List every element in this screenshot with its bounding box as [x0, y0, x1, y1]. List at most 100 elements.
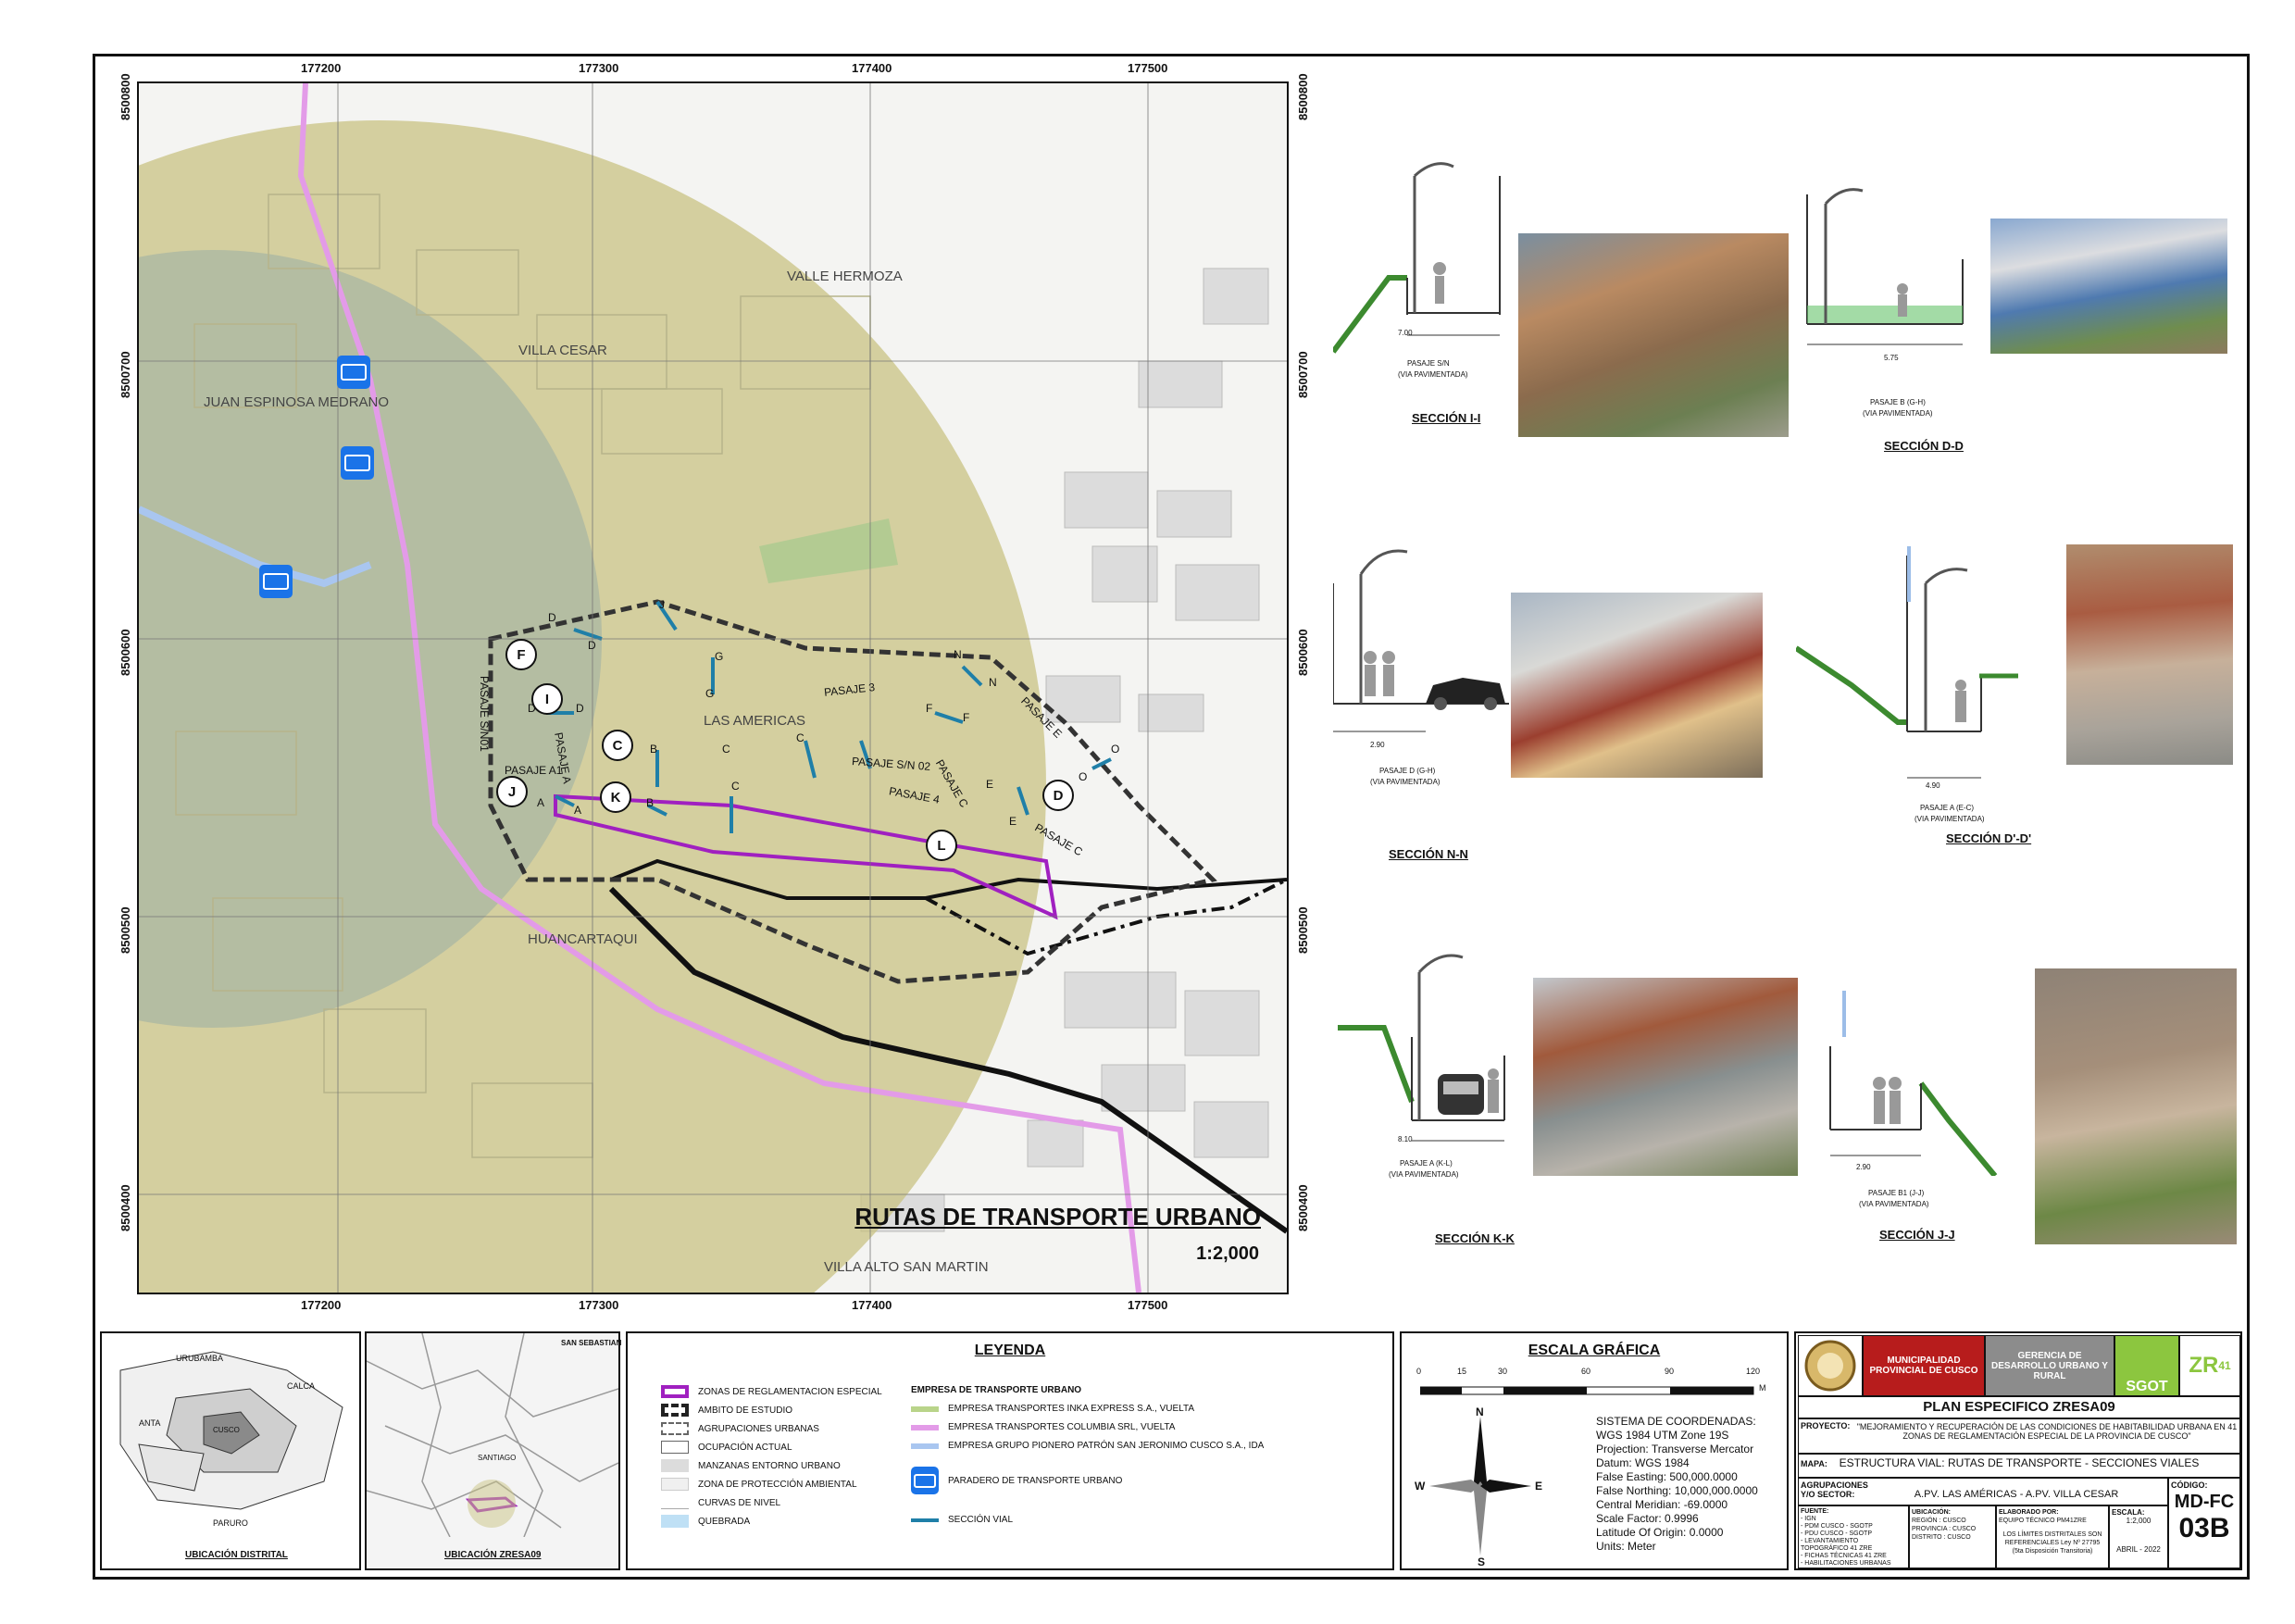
label-pasaje-a1: PASAJE A1 — [505, 764, 563, 777]
sheet-frame — [93, 54, 2250, 1580]
swatch — [661, 1478, 689, 1491]
district-location-panel: URUBAMBA CALCA ANTA CUSCO PARURO UBICACI… — [100, 1331, 361, 1570]
marker-c[interactable]: C — [602, 730, 633, 761]
sec-letter: E — [986, 778, 994, 791]
place-villa-alto-san-martin: VILLA ALTO SAN MARTIN — [824, 1259, 989, 1275]
section-drawing-n — [1333, 549, 1509, 732]
section-dprime-dim: 4.90 — [1926, 781, 1940, 790]
elaborado-cell: ELABORADO POR: EQUIPO TÉCNICO PM41ZRE LO… — [1996, 1505, 2109, 1568]
x-tick-top: 177300 — [579, 61, 619, 75]
photo-section-dprime[interactable] — [2066, 544, 2233, 765]
marker-l[interactable]: L — [926, 830, 957, 861]
section-d-dim: 5.75 — [1884, 354, 1899, 362]
section-k-caption: PASAJE A (K-L) — [1400, 1159, 1453, 1168]
place-huancartaqui: HUANCARTAQUI — [528, 931, 638, 947]
photo-section-j[interactable] — [2035, 968, 2237, 1244]
section-j-caption2: (VIA PAVIMENTADA) — [1859, 1200, 1929, 1208]
gerencia-name: GERENCIA DE DESARROLLO URBANO Y RURAL — [1985, 1335, 2114, 1396]
scale-panel: ESCALA GRÁFICA 0 15 30 60 90 120 M N S E… — [1400, 1331, 1789, 1570]
section-n-caption2: (VIA PAVIMENTADA) — [1370, 778, 1441, 786]
sec-letter: D — [588, 639, 596, 652]
map-scale: 1:2,000 — [1196, 1243, 1259, 1264]
main-map[interactable]: VALLE HERMOZA VILLA CESAR JUAN ESPINOSA … — [137, 81, 1289, 1294]
legend-title: LEYENDA — [974, 1343, 1046, 1358]
swatch — [661, 1385, 689, 1398]
photo-section-d[interactable] — [1990, 219, 2227, 354]
legend-item-quebrada: QUEBRADA — [661, 1515, 750, 1528]
scale-bar — [1420, 1386, 1754, 1395]
sec-letter: E — [1009, 815, 1017, 828]
sgot-logo: SGOT — [2114, 1335, 2179, 1396]
x-tick-top: 177200 — [301, 61, 342, 75]
legend-item-seccion: SECCIÓN VIAL — [911, 1515, 1013, 1525]
bus-stop-icon[interactable] — [341, 446, 374, 480]
photo-section-k[interactable] — [1533, 978, 1798, 1176]
marker-f[interactable]: F — [505, 639, 537, 670]
coordinate-system: SISTEMA DE COORDENADAS:WGS 1984 UTM Zone… — [1596, 1415, 1758, 1553]
swatch — [661, 1422, 689, 1435]
section-label-j: SECCIÓN J-J — [1879, 1228, 1955, 1242]
sec-letter: N — [954, 648, 962, 661]
zone-title: UBICACIÓN ZRESA09 — [444, 1550, 542, 1560]
section-lines — [546, 600, 1112, 833]
title-block: MUNICIPALIDAD PROVINCIAL DE CUSCO GERENC… — [1794, 1331, 2242, 1570]
marker-i[interactable]: I — [531, 683, 563, 715]
legend-transport-title: EMPRESA DE TRANSPORTE URBANO — [911, 1385, 1082, 1395]
legend-item-curvas: CURVAS DE NIVEL — [661, 1496, 780, 1509]
muni-name: MUNICIPALIDAD PROVINCIAL DE CUSCO — [1863, 1335, 1985, 1396]
swatch — [911, 1518, 939, 1522]
bus-stop-icon[interactable] — [259, 565, 293, 598]
legend-item-proteccion: ZONA DE PROTECCIÓN AMBIENTAL — [661, 1478, 857, 1491]
sec-letter: A — [574, 804, 582, 817]
sec-letter: F — [926, 702, 933, 715]
compass-w: W — [1415, 1480, 1426, 1493]
section-j-caption: PASAJE B1 (J-J) — [1868, 1189, 1925, 1197]
section-i-caption: PASAJE S/N — [1407, 359, 1450, 368]
legend-item-pionero: EMPRESA GRUPO PIONERO PATRÓN SAN JERONIM… — [911, 1441, 1264, 1451]
mapa-row: MAPA: ESTRUCTURA VIAL: RUTAS DE TRANSPOR… — [1798, 1454, 2240, 1478]
plan-title: PLAN ESPECIFICO ZRESA09 — [1798, 1396, 2240, 1418]
sec-letter: C — [796, 731, 804, 744]
section-drawing-i — [1333, 162, 1501, 354]
marker-d[interactable]: D — [1042, 780, 1074, 811]
section-n-dim: 2.90 — [1370, 741, 1385, 749]
section-dprime-caption2: (VIA PAVIMENTADA) — [1915, 815, 1985, 823]
fuente-cell: FUENTE: - IGN- PDM CUSCO - SGOTP - PDU C… — [1798, 1505, 1909, 1568]
route-columbia — [297, 83, 1141, 1293]
sec-letter: D — [548, 611, 556, 624]
legend-item-ambito: AMBITO DE ESTUDIO — [661, 1404, 792, 1417]
photo-section-n[interactable] — [1511, 593, 1763, 778]
place-villa-cesar: VILLA CESAR — [518, 343, 607, 358]
section-label-k: SECCIÓN K-K — [1435, 1231, 1515, 1245]
legend-item-bus-stop: PARADERO DE TRANSPORTE URBANO — [911, 1467, 1122, 1494]
marker-k[interactable]: K — [600, 781, 631, 813]
scale-tick: 90 — [1665, 1367, 1675, 1376]
y-tick-left: 8500600 — [118, 629, 132, 676]
district-label: CALCA — [287, 1381, 316, 1391]
y-tick-right: 8500700 — [1296, 351, 1310, 398]
map-title: RUTAS DE TRANSPORTE URBANO — [854, 1203, 1261, 1230]
sec-letter: G — [705, 687, 715, 700]
sec-letter: G — [715, 650, 724, 663]
place-juan-espinosa: JUAN ESPINOSA MEDRANO — [204, 394, 390, 410]
photo-section-i[interactable] — [1518, 233, 1789, 437]
district-label: ANTA — [139, 1418, 161, 1428]
x-tick-bottom: 177400 — [852, 1298, 892, 1312]
section-label-n: SECCIÓN N-N — [1389, 847, 1468, 861]
y-tick-right: 8500600 — [1296, 629, 1310, 676]
x-tick-bottom: 177300 — [579, 1298, 619, 1312]
sec-letter: J — [659, 598, 665, 611]
scale-tick: 15 — [1457, 1367, 1467, 1376]
x-tick-top: 177400 — [852, 61, 892, 75]
label-pasaje-sn01: PASAJE S/N01 — [478, 676, 491, 752]
bus-stop-icon[interactable] — [337, 356, 370, 389]
swatch — [911, 1424, 939, 1430]
legend-item-manzanas: MANZANAS ENTORNO URBANO — [661, 1459, 841, 1472]
swatch — [661, 1404, 689, 1417]
compass-n: N — [1476, 1405, 1484, 1418]
marker-j[interactable]: J — [496, 776, 528, 807]
y-tick-left: 8500500 — [118, 906, 132, 954]
scale-tick: 120 — [1746, 1367, 1761, 1376]
section-i-caption2: (VIA PAVIMENTADA) — [1398, 370, 1468, 379]
